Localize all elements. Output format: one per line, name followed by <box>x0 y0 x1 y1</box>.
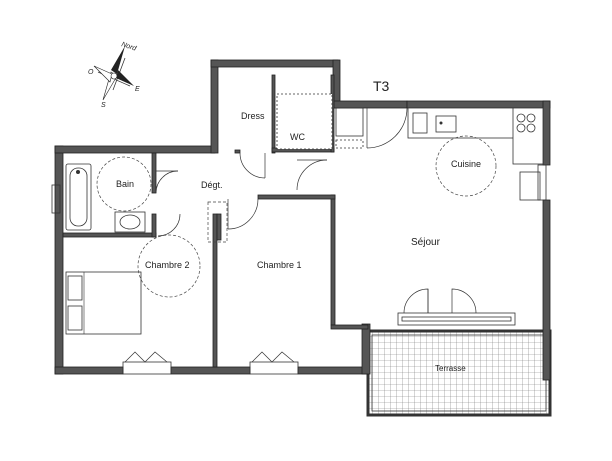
bathtub-icon <box>65 163 92 231</box>
kitchen-counter <box>407 107 544 165</box>
room-label-bain: Bain <box>116 179 134 189</box>
compass-west-label: O <box>88 69 94 76</box>
room-label-terrasse: Terrasse <box>435 364 466 373</box>
bedroom2-turning-circle <box>137 234 201 298</box>
room-label-dress: Dress <box>241 111 265 121</box>
kitchen-turning-circle <box>435 135 497 197</box>
room-label-chambre2: Chambre 2 <box>145 260 190 270</box>
sink-icon <box>435 115 457 133</box>
compass-south-label: S <box>101 102 106 109</box>
room-label-wc: WC <box>290 132 305 142</box>
room-label-degt: Dégt. <box>201 180 223 190</box>
cupboard-outline <box>207 201 228 243</box>
terrace-floor <box>367 330 551 416</box>
kitchen-window <box>519 171 541 201</box>
washbasin-icon <box>114 211 146 233</box>
exterior-walls <box>51 59 551 381</box>
compass-north-arrow-icon <box>111 46 125 74</box>
compass-north-label: Nord <box>120 41 138 53</box>
terrace-french-window <box>397 288 516 326</box>
toilet-icon <box>276 93 333 150</box>
bedroom2-window <box>122 351 172 375</box>
bedroom1-window <box>249 351 299 375</box>
bed-icon <box>65 271 142 335</box>
room-label-chambre1: Chambre 1 <box>257 260 302 270</box>
unit-label: T3 <box>373 78 390 94</box>
interior-walls <box>62 74 369 368</box>
hob-icon <box>516 113 526 123</box>
bath-turning-circle <box>96 156 152 212</box>
room-label-cuisine: Cuisine <box>451 159 481 169</box>
room-label-sejour: Séjour <box>411 237 441 248</box>
compass-rose: Nord E S O <box>88 41 140 109</box>
compass-east-label: E <box>135 86 140 93</box>
